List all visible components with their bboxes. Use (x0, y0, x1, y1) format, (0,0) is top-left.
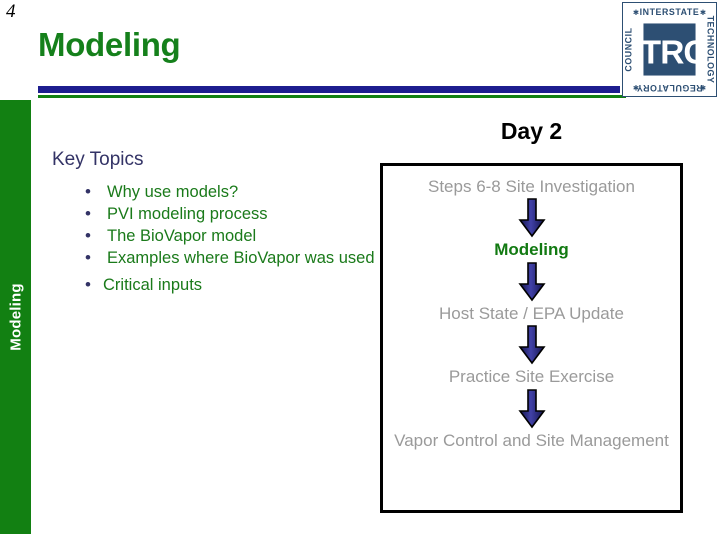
down-arrow-icon (517, 388, 547, 429)
svg-text:✱: ✱ (633, 83, 639, 92)
bullet-icon: • (85, 275, 91, 294)
svg-text:INTERSTATE: INTERSTATE (640, 7, 700, 17)
bullet-icon: • (85, 204, 91, 223)
down-arrow-icon (517, 198, 547, 238)
flow-step-label: Host State / EPA Update (439, 303, 624, 323)
svg-text:TECHNOLOGY: TECHNOLOGY (706, 16, 716, 84)
svg-text:✱: ✱ (700, 83, 706, 92)
svg-text:ITRC: ITRC (632, 34, 707, 71)
flow-step-label-highlight: Modeling (494, 240, 569, 260)
sidebar-band: Modeling (0, 100, 31, 534)
list-item: • Examples where BioVapor was used (85, 248, 375, 268)
list-item-label: Critical inputs (103, 276, 203, 294)
bullet-icon: • (85, 182, 91, 201)
key-topics-list: • Why use models? • PVI modeling process… (85, 182, 375, 297)
flow-step-label: Vapor Control and Site Management (394, 430, 669, 450)
svg-text:REGULATORY: REGULATORY (636, 83, 702, 93)
down-arrow-icon (517, 325, 547, 365)
flow-step-label: Practice Site Exercise (448, 367, 615, 387)
list-item: • The BioVapor model (85, 226, 375, 246)
page-title: Modeling (38, 26, 181, 63)
list-item-label: Why use models? (107, 183, 239, 201)
key-topics-heading: Key Topics (52, 149, 144, 170)
down-arrow-icon (517, 261, 547, 302)
list-item-label: Examples where BioVapor was used (107, 249, 375, 267)
header-rule-green (38, 95, 626, 98)
day-flow-box: Steps 6-8 Site Investigation Modeling Ho… (380, 163, 683, 513)
header-rule-navy (38, 86, 620, 93)
bullet-icon: • (85, 248, 91, 267)
sidebar-vertical-label: Modeling (7, 283, 24, 351)
list-item: • PVI modeling process (85, 204, 375, 224)
list-item: • Why use models? (85, 182, 375, 202)
list-item: • Critical inputs (85, 275, 375, 295)
svg-text:✱: ✱ (700, 8, 706, 17)
svg-text:✱: ✱ (633, 8, 639, 17)
slide-number: 4 (6, 1, 16, 22)
flow-step-label: Steps 6-8 Site Investigation (428, 177, 635, 196)
itrc-logo-graphic: ITRC INTERSTATE REGULATORY TECHNOLOGY CO… (623, 3, 716, 96)
list-item-label: The BioVapor model (107, 227, 257, 245)
svg-text:COUNCIL: COUNCIL (623, 27, 633, 71)
day-flow-title: Day 2 (500, 118, 563, 144)
itrc-logo: ITRC INTERSTATE REGULATORY TECHNOLOGY CO… (622, 2, 717, 97)
list-item-label: PVI modeling process (107, 205, 268, 223)
bullet-icon: • (85, 226, 91, 245)
